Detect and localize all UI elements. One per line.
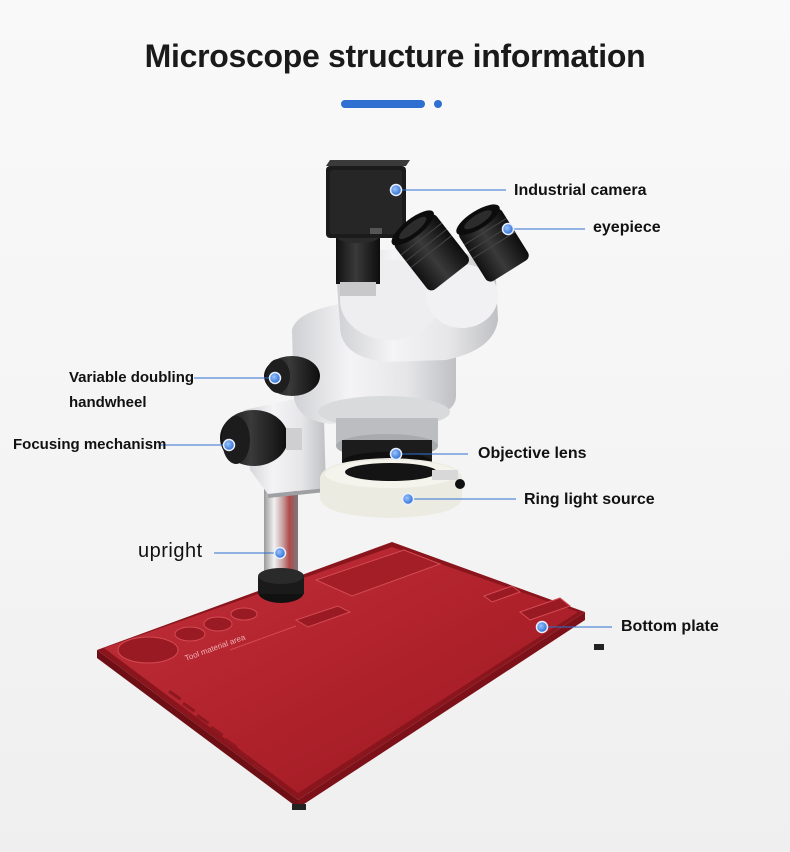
label-bottom-plate: Bottom plate xyxy=(621,618,719,635)
ring-light xyxy=(320,458,465,518)
title-underline xyxy=(341,100,425,108)
title-underline-dot xyxy=(434,100,442,108)
callout-dots xyxy=(222,183,549,634)
label-ring-light-source: Ring light source xyxy=(524,491,655,508)
page-title: Microscope structure information xyxy=(144,38,646,74)
camera-adapter xyxy=(336,229,380,296)
label-upright: upright xyxy=(138,540,203,562)
label-industrial-camera: Industrial camera xyxy=(514,182,647,199)
label-variable-doubling: Variable doubling xyxy=(69,369,195,386)
industrial-camera xyxy=(326,160,410,238)
label-eyepiece: eyepiece xyxy=(593,219,661,236)
upright-pole xyxy=(258,483,304,603)
callout-lines xyxy=(160,189,612,628)
label-handwheel: handwheel xyxy=(69,394,147,411)
bottom-plate xyxy=(97,542,604,810)
focus-knob xyxy=(220,410,302,466)
label-objective-lens: Objective lens xyxy=(478,445,587,462)
label-focusing-mechanism: Focusing mechanism xyxy=(13,436,167,453)
